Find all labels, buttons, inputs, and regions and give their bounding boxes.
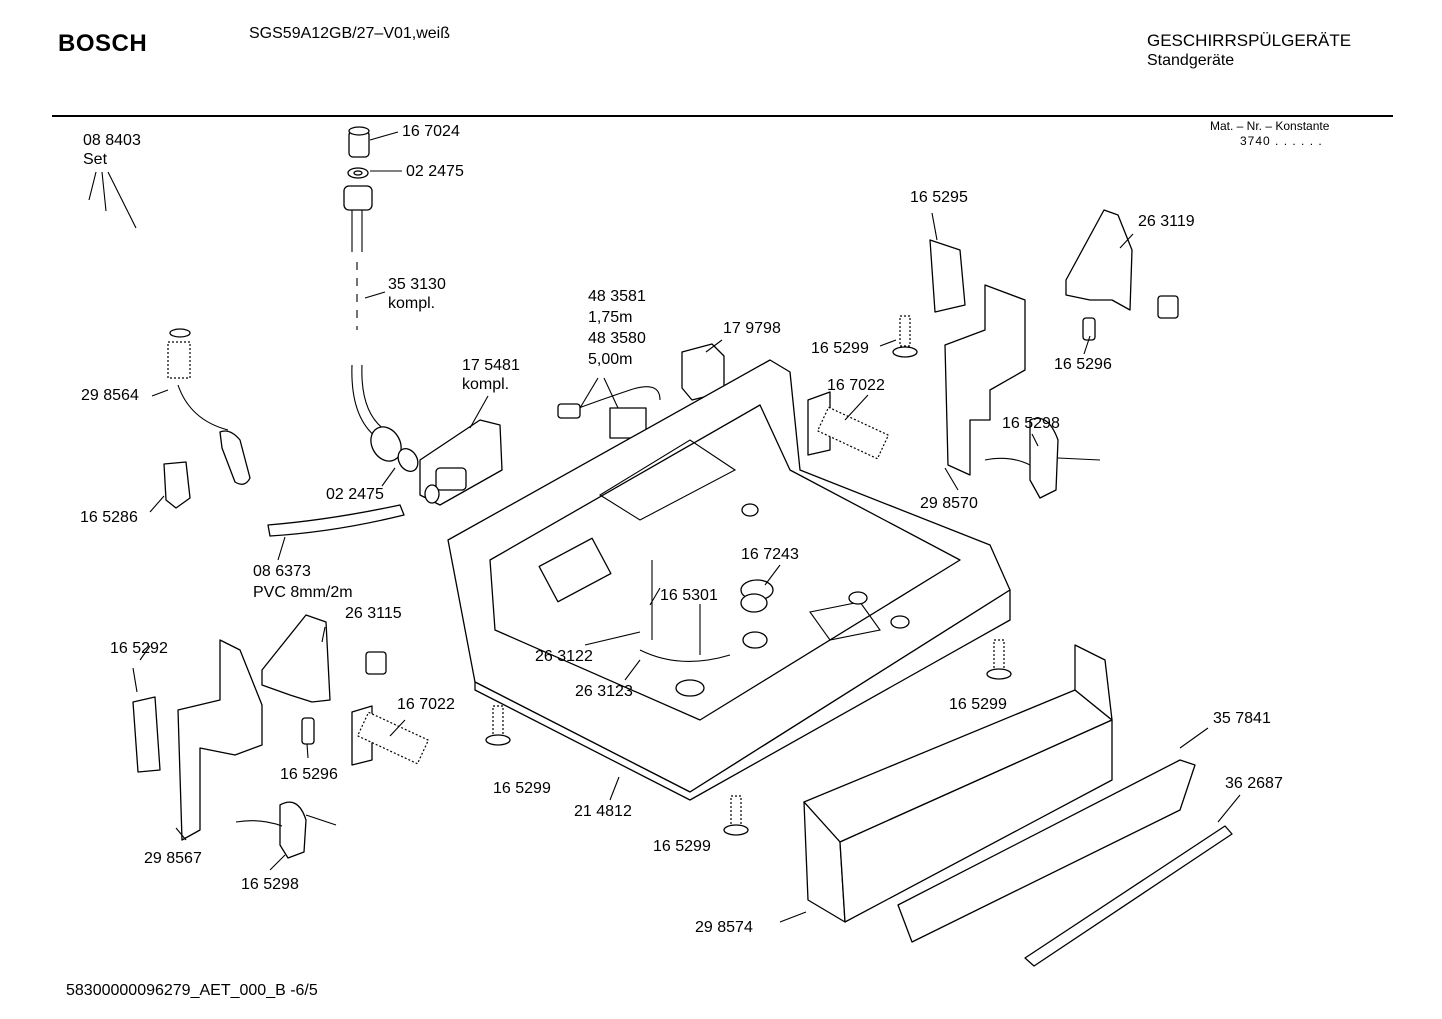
part-number: 08 6373: [253, 563, 311, 580]
part-number: 16 5286: [80, 509, 138, 526]
part-label-483581: 48 3581 1,75m 48 3580 5,00m: [588, 286, 646, 370]
part-number: 16 5301: [660, 587, 718, 604]
part-label-022475-top: 02 2475: [406, 162, 464, 181]
drain-hose-part: [149, 328, 405, 561]
foot-screw-parts: [485, 315, 1012, 836]
part-number: 16 5298: [1002, 415, 1060, 432]
part-label-357841: 35 7841: [1213, 709, 1271, 728]
part-label-165286: 16 5286: [80, 508, 138, 527]
part-number: 16 5296: [1054, 356, 1112, 373]
constant-value: 3740 . . . . . .: [1240, 134, 1323, 148]
part-label-263123: 26 3123: [575, 682, 633, 701]
water-valve-part: [419, 395, 503, 506]
part-note: PVC 8mm/2m: [253, 584, 353, 601]
part-number: 08 8403: [83, 132, 141, 149]
part-number: 17 5481: [462, 357, 520, 374]
part-number: 21 4812: [574, 803, 632, 820]
part-label-165296-left: 16 5296: [280, 765, 338, 784]
document-code: 58300000096279_AET_000_B -6/5: [66, 982, 318, 999]
part-label-165298-left: 16 5298: [241, 875, 299, 894]
part-number: 16 5299: [653, 838, 711, 855]
model-number: SGS59A12GB/27–V01,weiß: [249, 25, 451, 42]
part-label-175481: 17 5481 kompl.: [462, 356, 520, 394]
part-label-214812: 21 4812: [574, 802, 632, 821]
part-label-165295: 16 5295: [910, 188, 968, 207]
part-label-167022-left: 16 7022: [397, 695, 455, 714]
plinth-parts: [779, 644, 1241, 967]
part-label-298564: 29 8564: [81, 386, 139, 405]
part-label-167022-right: 16 7022: [827, 376, 885, 395]
category-title: GESCHIRRSPÜLGERÄTE: [1147, 31, 1352, 50]
header-rule: [52, 115, 1393, 117]
part-number: 16 7022: [827, 377, 885, 394]
part-number: 02 2475: [406, 163, 464, 180]
part-number: 16 5299: [493, 780, 551, 797]
part-label-088403: 08 8403 Set: [83, 131, 141, 169]
part-label-298574: 29 8574: [695, 918, 753, 937]
part-number: 29 8570: [920, 495, 978, 512]
part-number: 26 3123: [575, 683, 633, 700]
part-number: 16 5299: [811, 340, 869, 357]
part-number: 16 5296: [280, 766, 338, 783]
part-label-022475-bottom: 02 2475: [326, 485, 384, 504]
part-number: 48 3581: [588, 288, 646, 305]
part-label-165296-right: 16 5296: [1054, 355, 1112, 374]
part-number: 35 3130: [388, 276, 446, 293]
part-label-263122: 26 3122: [535, 647, 593, 666]
set-leaders: [88, 171, 137, 229]
part-number: 26 3115: [345, 605, 402, 622]
part-label-263119: 26 3119: [1138, 212, 1195, 231]
part-number: 26 3122: [535, 648, 593, 665]
cable-part: [557, 377, 661, 439]
part-note: 5,00m: [588, 351, 633, 368]
part-label-353130: 35 3130 kompl.: [388, 275, 446, 313]
part-label-298567: 29 8567: [144, 849, 202, 868]
part-number: 26 3119: [1138, 213, 1195, 230]
right-bracket-parts: [807, 209, 1179, 499]
part-label-086373: 08 6373 PVC 8mm/2m: [253, 561, 353, 603]
part-number: 16 5298: [241, 876, 299, 893]
part-label-362687: 36 2687: [1225, 774, 1283, 793]
part-number: 16 7243: [741, 546, 799, 563]
subcategory-title: Standgeräte: [1147, 52, 1235, 69]
brand-logo: BOSCH: [58, 30, 148, 57]
part-note: kompl.: [388, 295, 436, 312]
part-label-165299-left: 16 5299: [493, 779, 551, 798]
part-number: 16 5299: [949, 696, 1007, 713]
part-number: 29 8574: [695, 919, 753, 936]
part-number: 17 9798: [723, 320, 781, 337]
part-number: 29 8564: [81, 387, 139, 404]
part-number: 29 8567: [144, 850, 202, 867]
part-number: 48 3580: [588, 330, 646, 347]
part-number: 02 2475: [326, 486, 384, 503]
part-note: Set: [83, 151, 108, 168]
part-label-179798: 17 9798: [723, 319, 781, 338]
part-label-167024: 16 7024: [402, 122, 460, 141]
part-number: 35 7841: [1213, 710, 1271, 727]
part-label-165292: 16 5292: [110, 639, 168, 658]
part-note: 1,75m: [588, 309, 633, 326]
part-number: 16 5295: [910, 189, 968, 206]
constant-label: Mat. – Nr. – Konstante: [1210, 119, 1330, 133]
part-label-165299-top: 16 5299: [811, 339, 869, 358]
part-number: 16 7024: [402, 123, 460, 140]
part-label-167243: 16 7243: [741, 545, 799, 564]
part-number: 36 2687: [1225, 775, 1283, 792]
part-label-298570: 29 8570: [920, 494, 978, 513]
part-label-263115: 26 3115: [345, 604, 402, 623]
part-number: 16 7022: [397, 696, 455, 713]
inlet-hose-assembly: [343, 126, 419, 487]
part-label-165299-bottom: 16 5299: [653, 837, 711, 856]
part-number: 16 5292: [110, 640, 168, 657]
part-label-165301: 16 5301: [660, 586, 718, 605]
left-bracket-parts: [132, 614, 430, 871]
part-note: kompl.: [462, 376, 510, 393]
part-label-165298-right: 16 5298: [1002, 414, 1060, 433]
part-label-165299-right: 16 5299: [949, 695, 1007, 714]
base-tub-part: [447, 359, 1011, 801]
